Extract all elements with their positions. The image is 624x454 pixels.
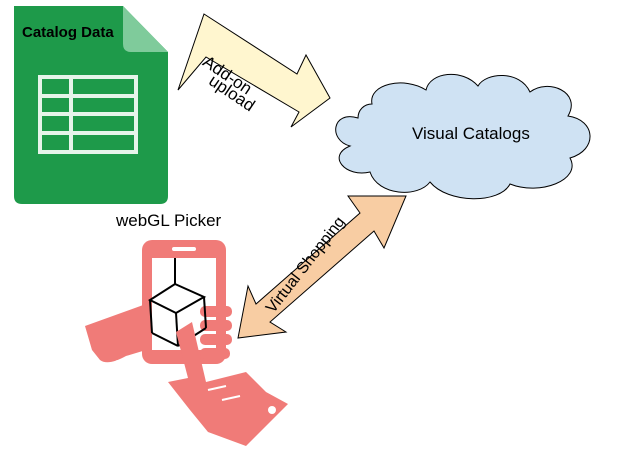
- spreadsheet-title: Catalog Data: [22, 24, 114, 41]
- virtual-shopping-arrow: [237, 195, 407, 339]
- webgl-picker-icon: [85, 240, 288, 446]
- spreadsheet-icon: [14, 6, 168, 204]
- upload-arrow: [177, 13, 331, 128]
- picker-title: webGL Picker: [116, 211, 222, 230]
- visual-catalogs-cloud: [335, 73, 591, 200]
- cloud-label: Visual Catalogs: [412, 124, 530, 143]
